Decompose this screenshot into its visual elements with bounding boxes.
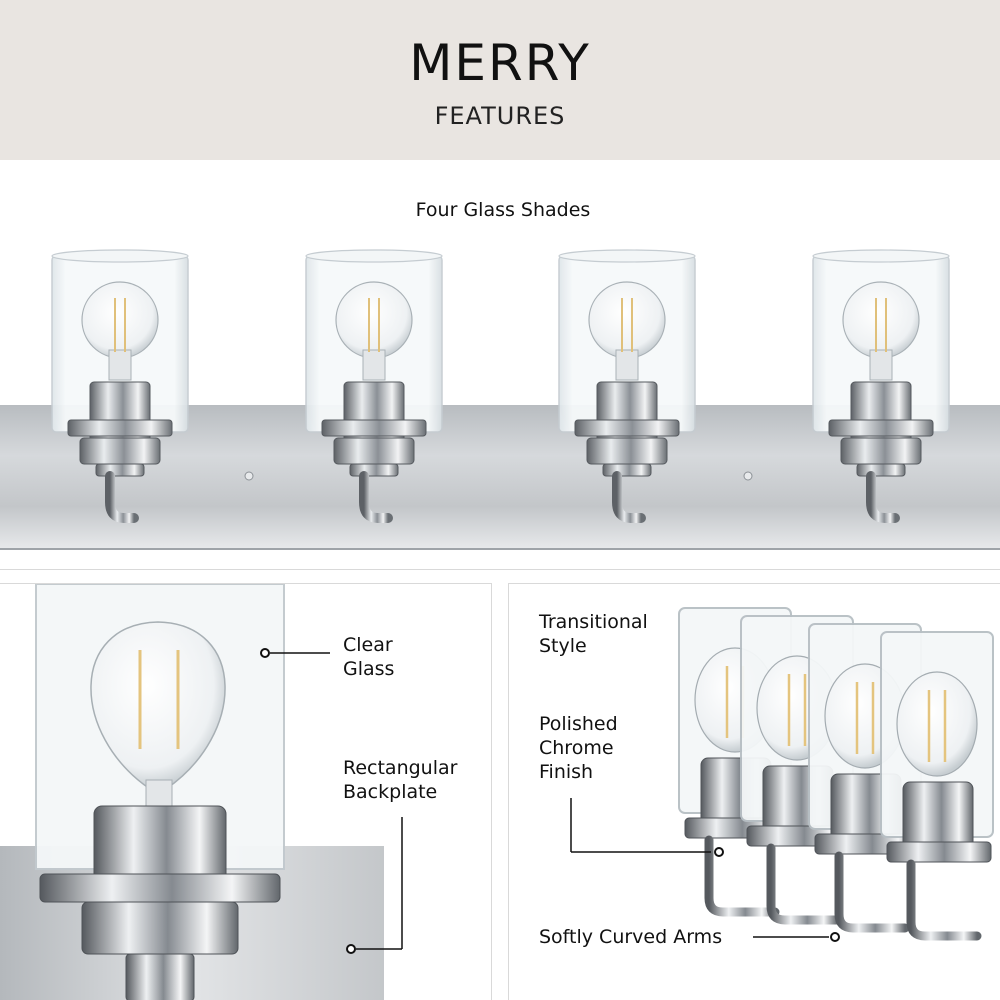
polished-chrome-finish-label: Polished Chrome Finish: [539, 713, 618, 783]
transitional-style-label: Transitional Style: [539, 611, 648, 657]
angled-fixture-image: [570, 584, 1000, 942]
four-shades-panel: Four Glass Shades: [0, 160, 1000, 570]
single-lamp-closeup-image: [0, 584, 403, 1000]
detail-panel-right: Transitional Style Polished Chrome Finis…: [508, 583, 1000, 1000]
features-subtitle: FEATURES: [434, 102, 566, 130]
header-band: MERRY FEATURES: [0, 0, 1000, 160]
vanity-light-fixture-image: [0, 160, 1000, 550]
product-title: MERRY: [409, 34, 591, 92]
four-glass-shades-caption: Four Glass Shades: [415, 199, 591, 221]
detail-panel-left: Clear Glass Rectangular Backplate: [0, 583, 492, 1000]
rectangular-backplate-label: Rectangular Backplate: [343, 757, 458, 803]
softly-curved-arms-label: Softly Curved Arms: [539, 926, 723, 948]
clear-glass-label: Clear Glass: [343, 634, 395, 680]
